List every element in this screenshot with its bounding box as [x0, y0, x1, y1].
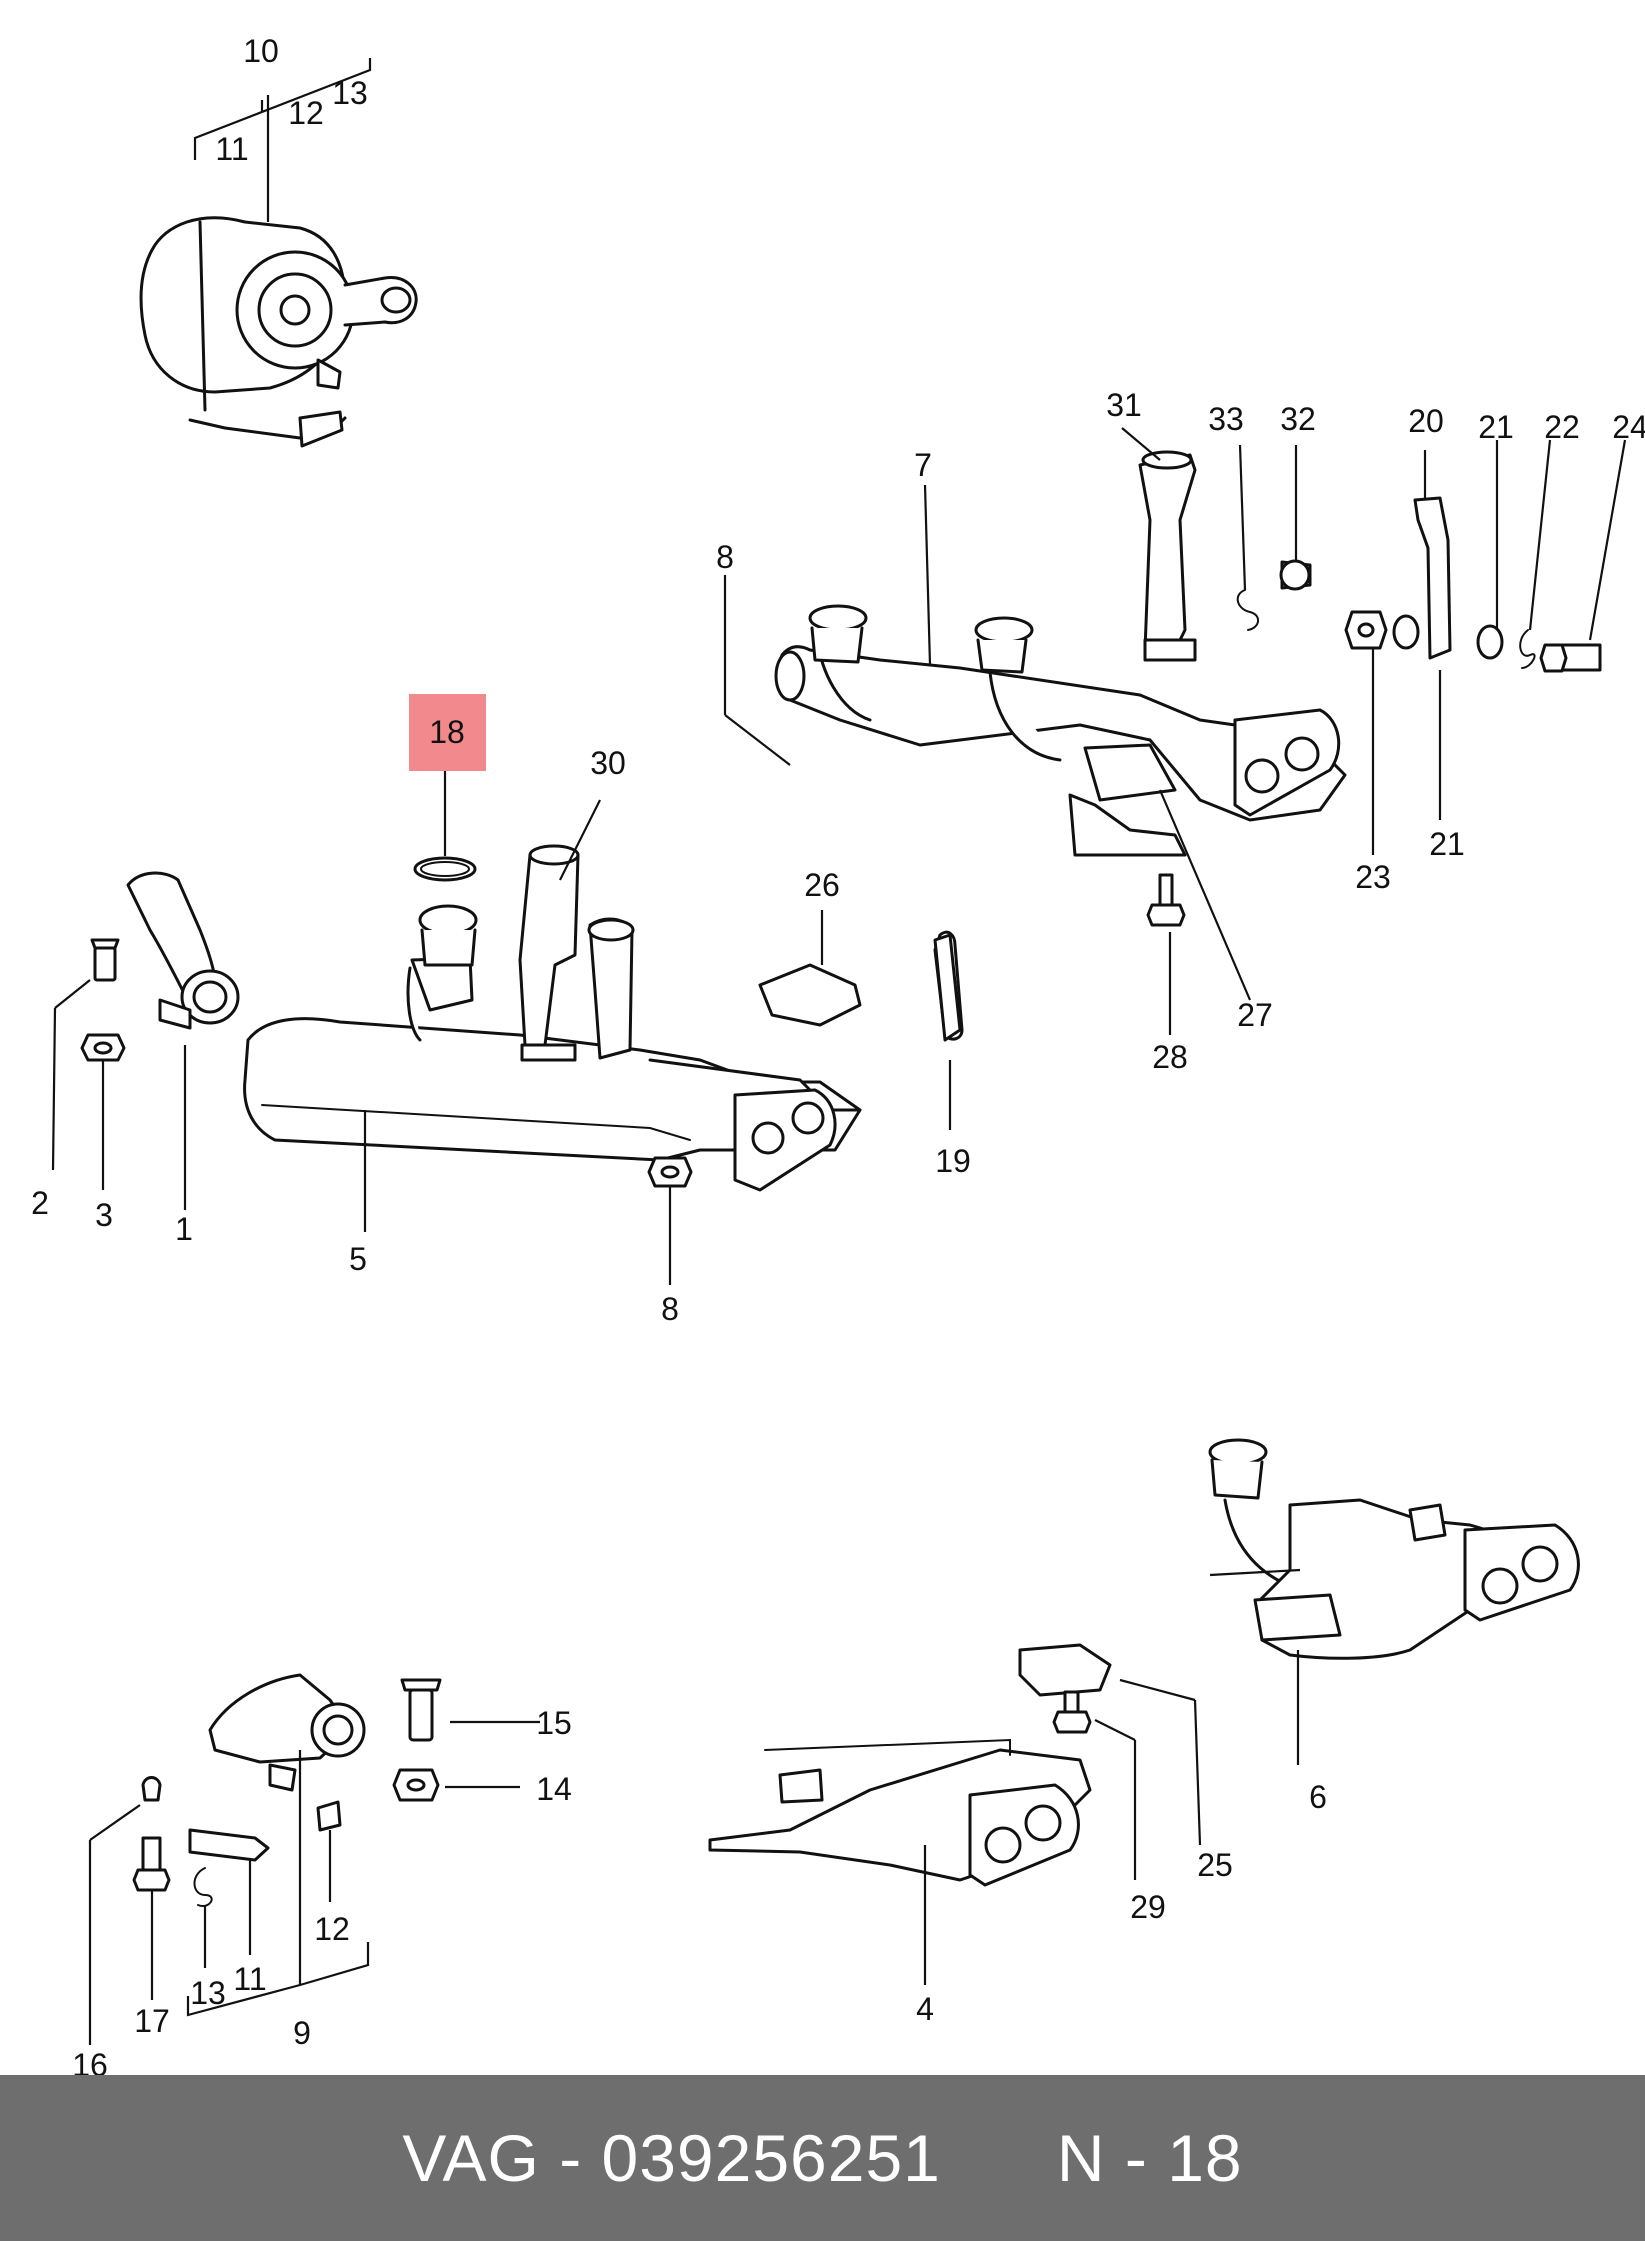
parts-diagram: 18 10 11 12 13 31 33 32 20 21 22 24 7 8 … [31, 33, 1645, 2075]
callout-26: 26 [804, 867, 840, 903]
callout-8-top: 8 [716, 539, 734, 575]
callout-18: 18 [429, 714, 465, 750]
callout-27: 27 [1237, 997, 1273, 1033]
hardware-top-right [1146, 496, 1602, 927]
callout-9: 9 [293, 2015, 311, 2051]
callout-12: 12 [288, 95, 324, 131]
callout-5: 5 [349, 1241, 367, 1277]
callout-labels: 18 10 11 12 13 31 33 32 20 21 22 24 7 8 … [31, 33, 1645, 2075]
callout-20: 20 [1408, 403, 1444, 439]
small-parts-9-illustration [132, 1673, 442, 1907]
callout-13-lower: 13 [190, 1975, 226, 2011]
callout-30: 30 [590, 745, 626, 781]
callout-3: 3 [95, 1197, 113, 1233]
callout-8-bottom: 8 [661, 1291, 679, 1327]
callout-22: 22 [1544, 409, 1580, 445]
footer-separator: - [559, 2121, 583, 2195]
callout-11-lower: 11 [233, 1961, 266, 1997]
callout-28: 28 [1152, 1039, 1188, 1075]
bracket-and-strap-19-26 [933, 933, 962, 1042]
footer-caption: VAG - 039256251 N - 18 [402, 2120, 1242, 2196]
callout-24: 24 [1612, 409, 1645, 445]
heat-exchanger-4-illustration [708, 1643, 1112, 1887]
callout-21: 21 [1478, 409, 1514, 445]
callout-21-lower: 21 [1429, 826, 1465, 862]
blower-assembly-illustration [139, 216, 418, 448]
callout-25: 25 [1197, 1847, 1233, 1883]
heat-exchanger-right-illustration [774, 450, 1347, 857]
highlight-box [409, 694, 486, 771]
callout-15: 15 [536, 1705, 572, 1741]
callout-7: 7 [914, 447, 932, 483]
callout-31: 31 [1106, 387, 1142, 423]
callout-17: 17 [134, 2003, 170, 2039]
footer-position: N - 18 [1056, 2121, 1243, 2195]
callout-33: 33 [1208, 401, 1244, 437]
callout-11: 11 [215, 131, 248, 167]
footer-brand: VAG [402, 2121, 540, 2195]
gasket-18-illustration [413, 856, 477, 882]
callout-bracket-10 [193, 58, 372, 222]
callout-12-lower: 12 [314, 1911, 350, 1947]
callout-32: 32 [1280, 401, 1316, 437]
callout-13: 13 [332, 75, 368, 111]
callout-4: 4 [916, 1991, 934, 2027]
callout-16: 16 [72, 2047, 108, 2075]
leader-lines [51, 427, 1627, 2045]
footer-part-number: 039256251 [601, 2121, 941, 2195]
heat-exchanger-6-illustration [1208, 1438, 1580, 1660]
callout-6: 6 [1309, 1779, 1327, 1815]
callout-29: 29 [1130, 1889, 1166, 1925]
callout-14: 14 [536, 1771, 572, 1807]
callout-23: 23 [1355, 859, 1391, 895]
callout-10: 10 [243, 33, 279, 69]
footer-bar: VAG - 039256251 N - 18 [0, 2075, 1645, 2241]
nuts-and-bolts-left [80, 938, 693, 1188]
callout-1: 1 [175, 1211, 193, 1247]
callout-2: 2 [31, 1185, 49, 1221]
callout-19: 19 [935, 1143, 971, 1179]
